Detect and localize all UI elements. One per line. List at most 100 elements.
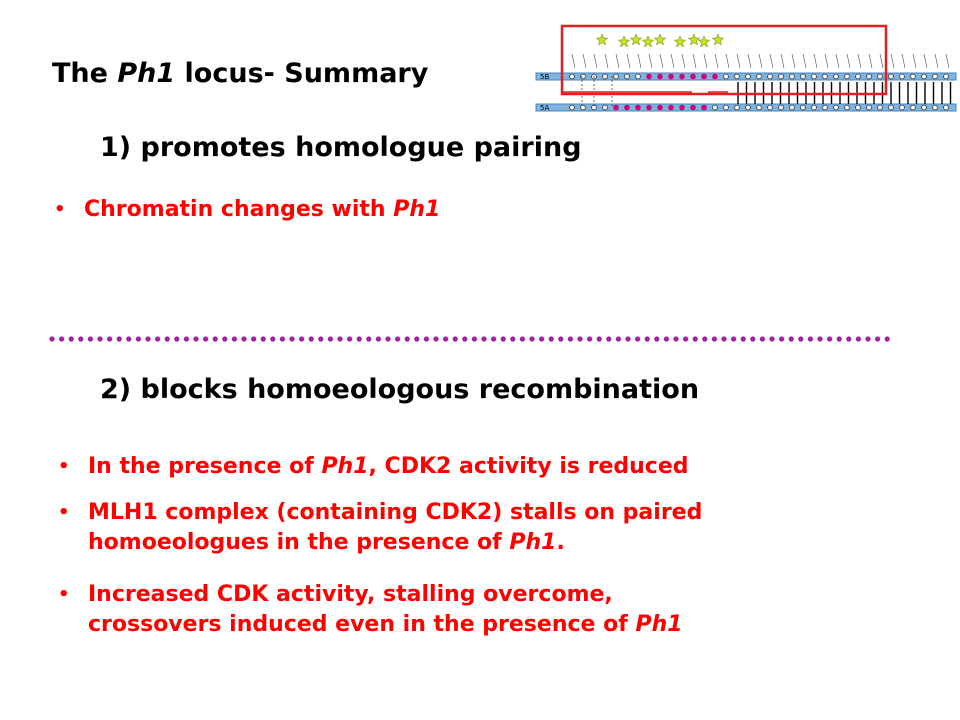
ph1-locus-diagram: 5B 5A	[535, 24, 957, 112]
locus-dot	[712, 104, 718, 111]
divider-dot	[423, 336, 429, 342]
divider-dot	[759, 336, 766, 342]
locus-dot	[580, 104, 586, 111]
locus-dot	[745, 104, 751, 111]
divider-dot	[750, 336, 756, 342]
section2-bullet-3: •Increased CDK activity, stalling overco…	[58, 582, 683, 637]
locus-dot	[811, 73, 817, 80]
gene-label-tick	[582, 53, 587, 69]
divider-dot	[270, 336, 276, 342]
locus-dot	[602, 104, 608, 111]
divider-dot	[606, 336, 612, 342]
bullet-dot: •	[58, 584, 70, 605]
locus-dot	[646, 104, 652, 111]
divider-dot	[299, 336, 305, 342]
title-italic-ph1: Ph1	[117, 58, 176, 89]
ph1-region-box	[560, 24, 888, 96]
bullet-dot: •	[58, 502, 70, 523]
divider-dot	[491, 336, 497, 342]
gene-label-tick	[901, 53, 906, 69]
bullet-dot: •	[58, 456, 70, 477]
divider-dot	[308, 336, 314, 342]
divider-dot	[635, 336, 641, 342]
gene-label-tick	[934, 53, 939, 69]
divider-dot	[827, 336, 833, 342]
section2-bullet-2: •MLH1 complex (containing CDK2) stalls o…	[58, 500, 703, 555]
gene-label-tick	[923, 53, 928, 69]
locus-dot	[932, 73, 938, 80]
divider-dot	[577, 336, 583, 342]
divider-dot	[375, 336, 381, 342]
divider-dot	[212, 336, 218, 342]
divider-dot	[462, 336, 468, 342]
divider-dot	[107, 336, 113, 342]
gene-label-tick	[758, 53, 763, 69]
divider-dot	[711, 336, 718, 342]
star-marker-icon	[641, 35, 655, 48]
divider-dot	[193, 336, 199, 342]
divider-dot	[683, 336, 689, 342]
locus-dot	[723, 104, 729, 111]
divider-dot	[692, 336, 698, 342]
locus-dot	[569, 73, 575, 80]
locus-dot	[899, 73, 905, 80]
locus-dot	[756, 104, 762, 111]
divider-dot	[251, 336, 257, 342]
locus-dot	[789, 104, 795, 111]
star-marker-icon	[653, 33, 667, 46]
locus-dot	[624, 104, 630, 111]
divider-dot	[548, 336, 554, 342]
gene-label-tick	[813, 53, 818, 69]
divider-dot	[865, 336, 871, 342]
locus-dot	[943, 73, 949, 80]
divider-dot	[337, 336, 343, 342]
locus-dot	[943, 104, 949, 111]
divider-dot	[846, 336, 852, 342]
locus-dot	[899, 104, 905, 111]
divider-dot	[702, 336, 708, 342]
divider-dot	[327, 336, 333, 342]
divider-dot	[183, 336, 189, 342]
locus-dot	[778, 104, 784, 111]
divider-dot	[596, 336, 602, 342]
section1-heading: 1) promotes homologue pairing	[100, 132, 582, 163]
gene-label-tick	[769, 53, 774, 69]
divider-dot	[510, 336, 516, 342]
divider-dot	[740, 336, 746, 342]
star-marker-icon	[687, 33, 701, 46]
locus-dot	[910, 104, 916, 111]
locus-dot	[580, 73, 586, 80]
divider-dot	[164, 336, 170, 342]
locus-dot	[613, 73, 619, 80]
gene-label-tick	[802, 53, 807, 69]
divider-dot	[539, 336, 545, 342]
locus-dot	[690, 104, 696, 111]
divider-dot	[433, 336, 439, 342]
locus-dot	[844, 104, 850, 111]
section2-bullet-1: •In the presence of Ph1, CDK2 activity i…	[58, 452, 689, 482]
divider-dot	[769, 336, 775, 342]
divider-dot	[788, 336, 794, 342]
locus-dot	[635, 73, 641, 80]
divider-dot	[567, 336, 574, 342]
gene-label-tick	[626, 53, 631, 69]
page-title: The Ph1 locus- Summary	[52, 58, 429, 89]
locus-dot	[723, 73, 729, 80]
divider-dot	[817, 336, 823, 342]
star-marker-icon	[595, 33, 609, 46]
locus-dot	[800, 104, 806, 111]
locus-dot	[657, 104, 663, 111]
locus-dot	[888, 73, 894, 80]
locus-dot	[569, 104, 575, 111]
divider-dot	[673, 336, 679, 342]
divider-dot	[404, 336, 410, 342]
locus-dot	[668, 73, 674, 80]
locus-dot	[657, 73, 663, 80]
divider-dot	[471, 336, 477, 342]
locus-dot	[822, 104, 828, 111]
locus-dot	[734, 73, 740, 80]
gene-label-tick	[593, 53, 598, 69]
divider-dot	[155, 336, 161, 342]
divider-dot	[135, 336, 141, 342]
gene-label-tick	[648, 53, 653, 69]
